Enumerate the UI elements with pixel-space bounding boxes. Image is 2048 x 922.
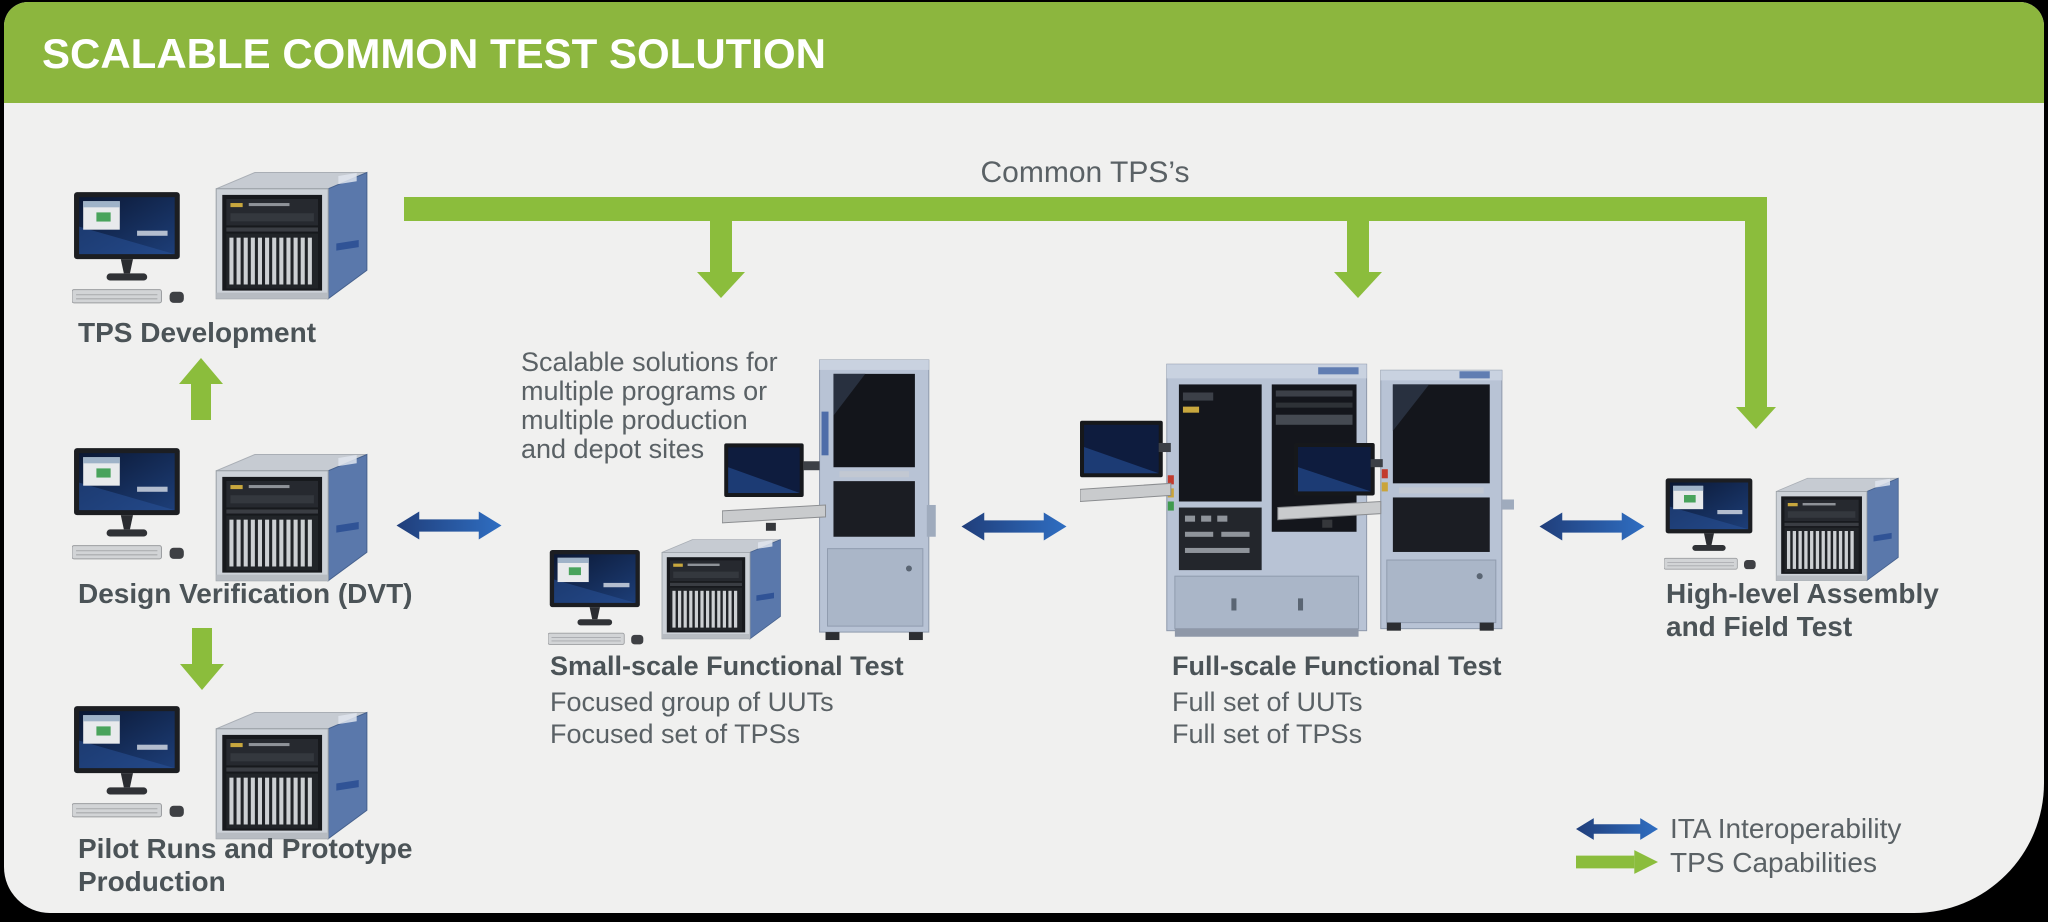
pilot-runs-label: Pilot Runs and Prototype Production (78, 832, 412, 898)
test-rack-icon (661, 538, 781, 640)
header-bar: SCALABLE COMMON TEST SOLUTION (4, 2, 2044, 103)
diagram-card: SCALABLE COMMON TEST SOLUTION Common TPS… (4, 2, 2044, 913)
scalable-note-line4: and depot sites (521, 434, 705, 464)
small-scale-title: Small-scale Functional Test (550, 651, 904, 681)
workstation-icon (548, 550, 644, 645)
ita-arrow-icon (1539, 512, 1645, 541)
full-scale-detail1: Full set of UUTs (1172, 687, 1363, 717)
workstation-icon (72, 448, 184, 560)
pilot-runs-label-line1: Pilot Runs and Prototype (78, 833, 413, 864)
small-scale-detail2: Focused set of TPSs (550, 719, 801, 749)
scalable-note-line2: multiple programs or (521, 376, 768, 406)
pilot-runs-label-line2: Production (78, 866, 226, 897)
ita-arrow-icon (961, 512, 1067, 541)
ita-arrow-icon (396, 511, 502, 540)
legend-tps-label: TPS Capabilities (1670, 847, 1877, 878)
high-level-label-line1: High-level Assembly (1666, 578, 1939, 609)
down-arrow-icon (1334, 221, 1382, 298)
scalable-note: Scalable solutions for multiple programs… (521, 348, 778, 464)
down-arrow-icon (1736, 407, 1776, 429)
down-arrow-icon (180, 628, 224, 690)
test-rack-icon (215, 171, 368, 300)
full-scale-block: Full-scale Functional Test Full set of U… (1172, 650, 1502, 750)
down-arrow-icon (697, 221, 745, 298)
small-scale-detail1: Focused group of UUTs (550, 687, 834, 717)
full-scale-title: Full-scale Functional Test (1172, 651, 1502, 681)
functional-test-console-icon (722, 359, 936, 641)
tps-development-label: TPS Development (78, 317, 317, 348)
up-arrow-icon (179, 358, 223, 420)
full-scale-detail2: Full set of TPSs (1172, 719, 1363, 749)
page-title: SCALABLE COMMON TEST SOLUTION (42, 30, 826, 77)
test-rack-icon (1775, 477, 1899, 582)
common-tps-bus-corner (1745, 221, 1767, 407)
workstation-icon (1664, 478, 1756, 570)
workstation-icon (72, 706, 184, 818)
scalable-note-line1: Scalable solutions for (521, 347, 778, 377)
scalable-note-line3: multiple production (521, 405, 748, 435)
common-tps-label: Common TPS’s (980, 156, 1190, 189)
legend-ita-arrow-icon (1576, 818, 1658, 840)
legend-tps-arrow-icon (1576, 850, 1658, 874)
high-level-label: High-level Assembly and Field Test (1666, 577, 1939, 643)
test-rack-icon (215, 453, 368, 582)
small-scale-block: Small-scale Functional Test Focused grou… (550, 650, 904, 750)
design-verification-label: Design Verification (DVT) (78, 578, 413, 609)
full-scale-system-icon (1080, 363, 1514, 637)
high-level-label-line2: and Field Test (1666, 611, 1853, 642)
common-tps-bus (404, 197, 1767, 221)
legend-ita-label: ITA Interoperability (1670, 813, 1902, 844)
workstation-icon (72, 192, 184, 304)
test-rack-icon (215, 711, 368, 840)
